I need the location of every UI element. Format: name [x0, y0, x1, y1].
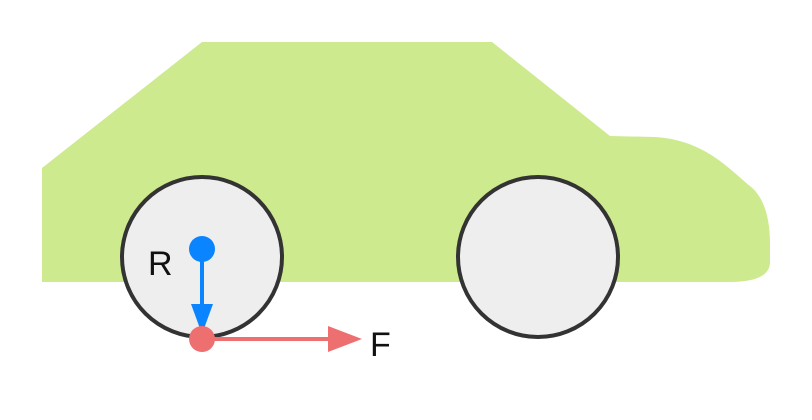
contact-point-dot — [189, 326, 215, 352]
label-f: F — [370, 326, 391, 364]
rear-wheel — [456, 175, 620, 339]
f-arrowhead — [328, 326, 362, 352]
r-arrowhead — [191, 304, 213, 334]
label-r: R — [148, 245, 173, 283]
